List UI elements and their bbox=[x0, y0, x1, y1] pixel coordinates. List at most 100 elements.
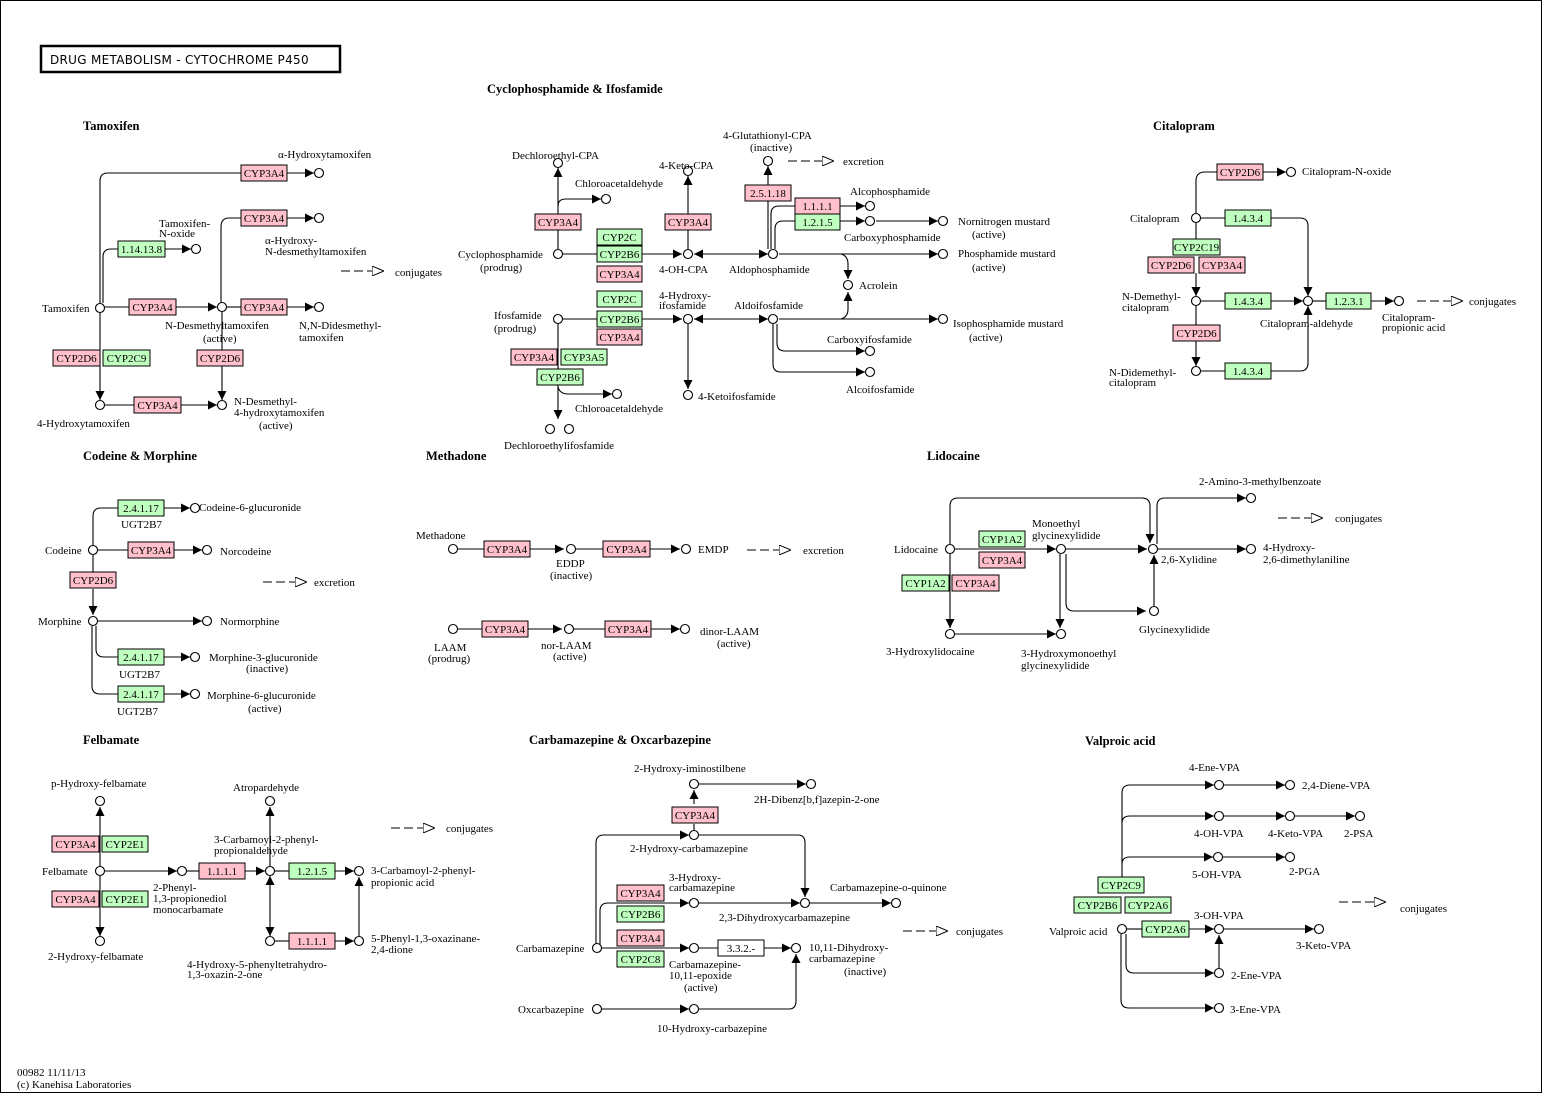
compound-node[interactable] bbox=[805, 778, 817, 790]
enzyme-box-cyp3a4[interactable]: CYP3A4 bbox=[951, 574, 1000, 592]
compound-carbamazepine-epoxide[interactable]: Carbamazepine- bbox=[669, 959, 741, 971]
compound-codeine-6-glucuronide[interactable]: Codeine-6-glucuronide bbox=[199, 502, 301, 514]
compound-node[interactable] bbox=[1148, 605, 1160, 617]
enzyme-box-1-1-1-1[interactable]: 1.1.1.1 bbox=[288, 932, 336, 950]
compound-dechloroethyl-cpa[interactable]: Dechloroethyl-CPA bbox=[512, 150, 599, 162]
compound-4-ketoifosfamide[interactable]: 4-Ketoifosfamide bbox=[698, 391, 776, 403]
compound-node[interactable] bbox=[890, 897, 902, 909]
compound-node[interactable] bbox=[201, 544, 213, 556]
compound-node[interactable] bbox=[1245, 492, 1257, 504]
compound-tamoxifen-n-oxide[interactable]: Tamoxifen- bbox=[159, 218, 210, 230]
compound-chloroacetaldehyde-2[interactable]: Chloroacetaldehyde bbox=[575, 403, 663, 415]
compound-node[interactable] bbox=[937, 248, 949, 260]
enzyme-box-3-3-2[interactable]: 3.3.2.- bbox=[717, 939, 765, 957]
compound-carbamazepine-o-quinone[interactable]: Carbamazepine-o-quinone bbox=[830, 882, 947, 894]
enzyme-box-cyp3a4[interactable]: CYP3A4 bbox=[664, 213, 712, 231]
compound-node[interactable] bbox=[591, 942, 603, 954]
enzyme-box-cyp3a4[interactable]: CYP3A4 bbox=[534, 213, 582, 231]
compound-node[interactable] bbox=[552, 313, 564, 325]
compound-2-4-diene-vpa[interactable]: 2,4-Diene-VPA bbox=[1302, 780, 1370, 792]
compound-node[interactable] bbox=[767, 313, 779, 325]
compound-node[interactable] bbox=[688, 1003, 700, 1015]
compound-monoethylglycinexylidide[interactable]: Monoethyl bbox=[1032, 518, 1080, 530]
enzyme-box-cyp3a4[interactable]: CYP3A4 bbox=[978, 551, 1026, 569]
enzyme-box-cyp3a4[interactable]: CYP3A4 bbox=[483, 540, 531, 558]
enzyme-box-cyp3a4[interactable]: CYP3A4 bbox=[616, 929, 665, 947]
compound-n-desmethyltamoxifen[interactable]: N-Desmethyltamoxifen bbox=[165, 320, 269, 332]
enzyme-box-cyp2b6[interactable]: CYP2B6 bbox=[596, 310, 643, 328]
compound-4-glutathionyl-cpa[interactable]: 4-Glutathionyl-CPA bbox=[723, 130, 812, 142]
enzyme-box-cyp2b6[interactable]: CYP2B6 bbox=[616, 905, 665, 923]
compound-node[interactable] bbox=[1190, 295, 1202, 307]
compound-node[interactable] bbox=[944, 628, 956, 640]
enzyme-box-cyp3a4[interactable]: CYP3A4 bbox=[481, 620, 529, 638]
enzyme-box-cyp1a2[interactable]: CYP1A2 bbox=[978, 530, 1026, 548]
compound-citalopram[interactable]: Citalopram bbox=[1130, 213, 1180, 225]
compound-node[interactable] bbox=[264, 795, 276, 807]
compound-nn-didesmethyltamoxifen[interactable]: N,N-Didesmethyl- bbox=[299, 320, 382, 332]
compound-node[interactable] bbox=[189, 502, 201, 514]
compound-chloroacetaldehyde[interactable]: Chloroacetaldehyde bbox=[575, 178, 663, 190]
compound-p-hydroxy-felbamate[interactable]: p-Hydroxy-felbamate bbox=[51, 778, 146, 790]
enzyme-box-1-1-1-1[interactable]: 1.1.1.1 bbox=[794, 197, 841, 215]
compound-citalopram-propionic-acid[interactable]: Citalopram- bbox=[1382, 312, 1435, 324]
compound-isophosphamide-mustard[interactable]: Isophosphamide mustard bbox=[953, 318, 1064, 330]
compound-node[interactable] bbox=[1213, 779, 1225, 791]
compound-node[interactable] bbox=[1147, 543, 1159, 555]
compound-node[interactable] bbox=[1285, 166, 1297, 178]
compound-node[interactable] bbox=[682, 389, 694, 401]
compound-node[interactable] bbox=[842, 279, 854, 291]
enzyme-box-cyp2d6[interactable]: CYP2D6 bbox=[196, 349, 244, 367]
compound-3-hydroxylidocaine[interactable]: 3-Hydroxylidocaine bbox=[886, 646, 975, 658]
compound-2-hydroxy-iminostilbene[interactable]: 2-Hydroxy-iminostilbene bbox=[634, 763, 746, 775]
compound-node[interactable] bbox=[600, 193, 612, 205]
compound-nor-laam[interactable]: nor-LAAM bbox=[541, 640, 592, 652]
compound-morphine[interactable]: Morphine bbox=[38, 616, 82, 628]
compound-node[interactable] bbox=[790, 942, 802, 954]
compound-node[interactable] bbox=[864, 345, 876, 357]
compound-3-carbamoyl-2-phenylpropionic-acid[interactable]: 3-Carbamoyl-2-phenyl- bbox=[371, 865, 476, 877]
compound-lidocaine[interactable]: Lidocaine bbox=[894, 544, 938, 556]
compound-node[interactable] bbox=[864, 366, 876, 378]
compound-norcodeine[interactable]: Norcodeine bbox=[220, 546, 271, 558]
compound-4-ene-vpa[interactable]: 4-Ene-VPA bbox=[1189, 762, 1240, 774]
enzyme-box-1-2-1-5[interactable]: 1.2.1.5 bbox=[794, 213, 841, 231]
enzyme-box-cyp2c8[interactable]: CYP2C8 bbox=[616, 950, 665, 968]
compound-3-carbamoyl-2-phenylpropionaldehyde[interactable]: 3-Carbamoyl-2-phenyl- bbox=[214, 834, 319, 846]
compound-n-didemethylcitalopram[interactable]: N-Didemethyl- bbox=[1109, 367, 1177, 379]
compound-3-keto-vpa[interactable]: 3-Keto-VPA bbox=[1296, 940, 1351, 952]
enzyme-box-1-4-3-4[interactable]: 1.4.3.4 bbox=[1224, 292, 1272, 310]
enzyme-box-2-4-1-17[interactable]: 2.4.1.17 bbox=[117, 685, 165, 703]
compound-carboxyphosphamide[interactable]: Carboxyphosphamide bbox=[844, 232, 941, 244]
compound-node[interactable] bbox=[688, 942, 700, 954]
compound-node[interactable] bbox=[353, 865, 365, 877]
compound-phosphamide-mustard[interactable]: Phosphamide mustard bbox=[958, 248, 1056, 260]
compound-5-phenyl-1-3-oxazinane-2-4-dione[interactable]: 5-Phenyl-1,3-oxazinane- bbox=[371, 933, 480, 945]
compound-node[interactable] bbox=[864, 215, 876, 227]
enzyme-box-cyp2d6[interactable]: CYP2D6 bbox=[1172, 324, 1221, 342]
compound-citalopram-aldehyde[interactable]: Citalopram-aldehyde bbox=[1260, 318, 1353, 330]
compound-4-hydroxyifosfamide[interactable]: 4-Hydroxy- bbox=[659, 290, 711, 302]
compound-node[interactable] bbox=[688, 778, 700, 790]
compound-node[interactable] bbox=[1190, 365, 1202, 377]
compound-node[interactable] bbox=[762, 155, 774, 167]
compound-laam[interactable]: LAAM bbox=[434, 642, 467, 654]
enzyme-box-2-4-1-17[interactable]: 2.4.1.17 bbox=[117, 499, 165, 517]
enzyme-box-cyp1a2[interactable]: CYP1A2 bbox=[901, 574, 950, 592]
compound-alpha-hydroxytamoxifen[interactable]: α-Hydroxytamoxifen bbox=[278, 149, 372, 161]
compound-node[interactable] bbox=[94, 302, 106, 314]
compound-10-11-dihydroxycarbamazepine[interactable]: 10,11-Dihydroxy- bbox=[809, 942, 889, 954]
compound-node[interactable] bbox=[688, 897, 700, 909]
compound-node[interactable] bbox=[563, 623, 575, 635]
compound-node[interactable] bbox=[1302, 295, 1314, 307]
enzyme-box-1-1-1-1[interactable]: 1.1.1.1 bbox=[198, 862, 246, 880]
compound-endoxifen[interactable]: N-Desmethyl- bbox=[234, 396, 297, 408]
compound-node[interactable] bbox=[767, 248, 779, 260]
enzyme-box-cyp3a4[interactable]: CYP3A4 bbox=[51, 835, 100, 853]
compound-node[interactable] bbox=[94, 399, 106, 411]
compound-emdp[interactable]: EMDP bbox=[698, 544, 729, 556]
compound-3-hydroxymonoethylglycinexylidide[interactable]: 3-Hydroxymonoethyl bbox=[1021, 648, 1116, 660]
compound-node[interactable] bbox=[447, 623, 459, 635]
enzyme-box-cyp2d6[interactable]: CYP2D6 bbox=[1147, 256, 1195, 274]
compound-alpha-hydroxy-n-desmethyltamoxifen[interactable]: α-Hydroxy- bbox=[265, 235, 318, 247]
